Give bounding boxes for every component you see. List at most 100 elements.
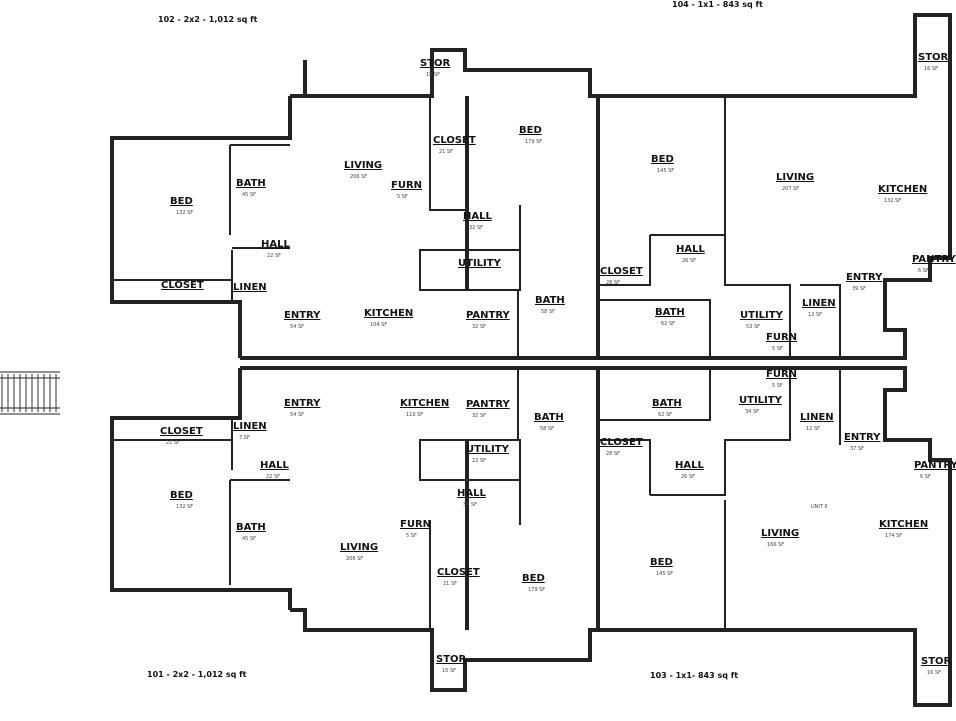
room-area-stor-103: 16 SF — [927, 670, 941, 676]
room-area-entry-102: 54 SF — [290, 324, 304, 330]
room-area-bed-102a: 179 SF — [525, 139, 542, 145]
room-area-utility-101: 22 SF — [472, 458, 486, 464]
room-area-hall-104: 26 SF — [682, 258, 696, 264]
room-label-hall-103: HALL — [675, 460, 704, 471]
room-area-hall-102b: 22 SF — [267, 253, 281, 259]
room-area-closet-102a: 21 SF — [439, 149, 453, 155]
room-area-bed-102b: 132 SF — [176, 210, 193, 216]
room-label-entry-102: ENTRY — [284, 310, 321, 321]
room-label-utility-101: UTILITY — [466, 444, 510, 455]
room-label-furn-103: FURN — [766, 369, 797, 380]
room-label-hall-102b: HALL — [261, 239, 290, 250]
room-label-stor-104: STOR — [918, 52, 949, 63]
room-area-bed-103: 145 SF — [656, 571, 673, 577]
room-area-stor-101: 15 SF — [442, 668, 456, 674]
room-area-living-102: 206 SF — [350, 174, 367, 180]
room-area-bath-102a: 45 SF — [242, 192, 256, 198]
room-area-hall-101a: 22 SF — [266, 474, 280, 480]
room-area-furn-102: 5 SF — [397, 194, 408, 200]
room-label-stor-102: STOR — [420, 58, 451, 69]
room-area-kitchen-104: 132 SF — [884, 198, 901, 204]
room-label-bed-104: BED — [651, 154, 674, 165]
room-area-bath-104: 62 SF — [661, 321, 675, 327]
room-label-bath-103: BATH — [652, 398, 682, 409]
room-area-bath-101b: 45 SF — [242, 536, 256, 542]
room-label-bed-102a: BED — [519, 125, 542, 136]
room-label-entry-103: ENTRY — [844, 432, 881, 443]
room-label-pantry-101: PANTRY — [466, 399, 510, 410]
unit-tag: UNIT 6 — [811, 504, 828, 510]
room-label-stor-101: STOR — [436, 654, 467, 665]
room-area-kitchen-101: 110 SF — [406, 412, 423, 418]
room-area-pantry-103: 6 SF — [920, 474, 931, 480]
room-label-bath-102a: BATH — [236, 178, 266, 189]
room-area-entry-101: 54 SF — [290, 412, 304, 418]
room-label-utility-103: UTILITY — [739, 395, 783, 406]
room-label-utility-104: UTILITY — [740, 310, 784, 321]
room-area-entry-104: 39 SF — [852, 286, 866, 292]
room-label-closet-102a: CLOSET — [433, 135, 476, 146]
room-area-kitchen-103: 174 SF — [885, 533, 902, 539]
room-area-closet-101b: 21 SF — [443, 581, 457, 587]
room-label-bath-101b: BATH — [236, 522, 266, 533]
room-label-bed-103: BED — [650, 557, 673, 568]
room-label-entry-104: ENTRY — [846, 272, 883, 283]
room-label-furn-101: FURN — [400, 519, 431, 530]
walls — [0, 13, 952, 707]
room-area-living-103: 166 SF — [767, 542, 784, 548]
room-area-hall-103: 26 SF — [681, 474, 695, 480]
unit-title-101: 101 - 2x2 - 1,012 sq ft — [147, 670, 247, 679]
room-area-stor-102: 15 SF — [426, 72, 440, 78]
room-label-hall-101a: HALL — [260, 460, 289, 471]
room-area-kitchen-102: 104 SF — [370, 322, 387, 328]
stair-treads — [1, 374, 57, 412]
room-area-hall-101b: 38 SF — [463, 502, 477, 508]
room-label-closet-101b: CLOSET — [437, 567, 480, 578]
room-label-closet-101a: CLOSET — [160, 426, 203, 437]
room-area-utility-104: 53 SF — [746, 324, 760, 330]
unit-title-104: 104 - 1x1 - 843 sq ft — [672, 0, 763, 9]
room-label-linen-103: LINEN — [800, 412, 834, 423]
room-label-pantry-104: PANTRY — [912, 254, 956, 265]
room-label-closet-103: CLOSET — [600, 437, 643, 448]
room-label-bed-101a: BED — [170, 490, 193, 501]
room-area-pantry-104: 6 SF — [918, 268, 929, 274]
room-labels: STOR 15 SF CLOSET 21 SF BED 179 SF LIVING 206 S… — [160, 52, 956, 676]
room-label-bed-102b: BED — [170, 196, 193, 207]
room-label-utility-102: UTILITY — [458, 258, 502, 269]
room-label-furn-102: FURN — [391, 180, 422, 191]
room-label-hall-104: HALL — [676, 244, 705, 255]
room-area-linen-101: 7 SF — [239, 435, 250, 441]
room-label-stor-103: STOR — [921, 656, 952, 667]
room-area-furn-103: 5 SF — [772, 383, 783, 389]
room-area-bath-103: 62 SF — [658, 412, 672, 418]
room-label-bed-101b: BED — [522, 573, 545, 584]
room-label-bath-104: BATH — [655, 307, 685, 318]
room-area-furn-101: 5 SF — [406, 533, 417, 539]
room-area-bath-102b: 58 SF — [541, 309, 555, 315]
room-area-pantry-102: 32 SF — [472, 324, 486, 330]
room-label-closet-102b: CLOSET — [161, 280, 204, 291]
room-area-bed-104: 145 SF — [657, 168, 674, 174]
room-area-stor-104: 16 SF — [924, 66, 938, 72]
unit-title-103: 103 - 1x1- 843 sq ft — [650, 671, 739, 680]
room-label-living-104: LIVING — [776, 172, 814, 183]
room-label-hall-101b: HALL — [457, 488, 486, 499]
room-label-furn-104: FURN — [766, 332, 797, 343]
room-area-linen-104: 12 SF — [808, 312, 822, 318]
room-label-kitchen-102: KITCHEN — [364, 308, 413, 319]
room-area-pantry-101: 32 SF — [472, 413, 486, 419]
room-area-closet-104: 28 SF — [606, 280, 620, 286]
room-label-linen-101: LINEN — [233, 421, 267, 432]
room-label-hall-102a: HALL — [463, 211, 492, 222]
room-area-living-101: 206 SF — [346, 556, 363, 562]
room-label-linen-104: LINEN — [802, 298, 836, 309]
room-label-kitchen-104: KITCHEN — [878, 184, 927, 195]
room-label-bath-101a: BATH — [534, 412, 564, 423]
room-label-living-103: LIVING — [761, 528, 799, 539]
room-label-living-101: LIVING — [340, 542, 378, 553]
room-area-hall-102a: 32 SF — [469, 225, 483, 231]
room-area-closet-101a: 21 SF — [166, 440, 180, 446]
